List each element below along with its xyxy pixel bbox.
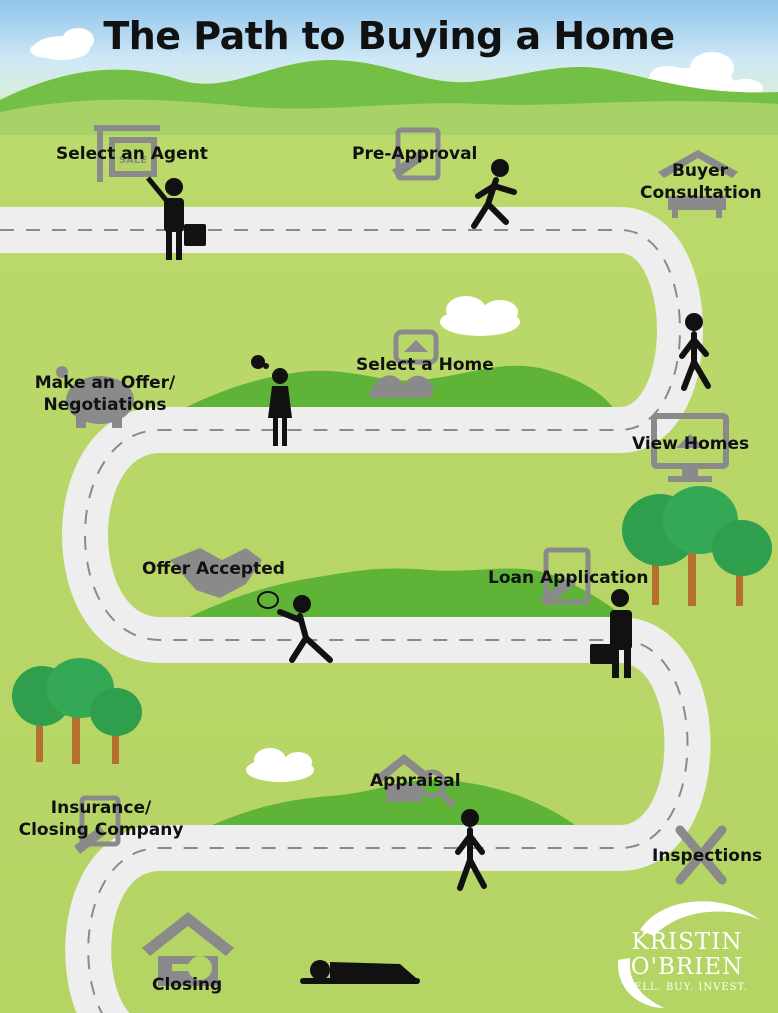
brand-name-line1: KRISTIN [631,929,743,955]
piggy-bank-icon [56,366,134,428]
tree-cluster-right [622,486,772,606]
brand-name-line2: O'BRIEN [630,954,744,980]
brand-swoosh [640,901,760,936]
step-label-loan-application: Loan Application [488,568,649,588]
step-label-select-home: Select a Home [356,355,494,375]
step-label-view-homes: View Homes [632,434,750,454]
step-label-buyer-consultation: Buyer Consultation [640,160,762,204]
document-icon-loan [540,547,591,606]
step-label-line: Make an Offer/ [34,373,176,393]
person-briefcase-figure [590,589,632,678]
houses-icon-select [370,329,439,398]
sign-text: SALE [119,155,147,166]
cloud-mid [440,296,520,336]
brand-swoosh-lower [617,958,664,1008]
step-label-select-agent: Select an Agent [56,144,208,164]
document-icon-preapproval [392,127,441,181]
step-label-line: Buyer [671,161,729,181]
step-label-insurance: Insurance/ Closing Company [18,797,184,841]
person-lying-figure [300,960,420,984]
tools-icon [675,825,727,885]
page-title: The Path to Buying a Home [103,14,675,58]
cloud-top-left [30,28,94,60]
road [0,207,711,1013]
hill-offer-accepted [160,568,640,632]
person-thinking-figure [251,355,292,446]
hill-appraisal [180,779,580,840]
document-icon-insurance [74,795,121,854]
brand-tagline: SELL. BUY. INVEST. [626,982,748,993]
person-walking-figure-1 [679,313,711,391]
step-label-line: Closing Company [18,820,184,840]
step-label-make-offer: Make an Offer/ Negotiations [20,372,190,416]
step-label-line: Consultation [640,183,762,203]
distant-hills-light [0,99,778,135]
handshake-icon [170,548,262,598]
person-agent-figure [146,176,206,260]
step-label-closing: Closing [152,975,223,995]
person-net-figure [257,591,333,663]
step-label-offer-accepted: Offer Accepted [142,559,285,579]
tree-cluster-left [12,658,142,764]
person-walking-figure-2 [455,809,487,891]
step-label-line: Negotiations [43,395,167,415]
house-key-icon [142,912,234,986]
brand-logo: KRISTIN O'BRIEN SELL. BUY. INVEST. [612,929,762,994]
monitor-house-icon [651,413,729,482]
person-running-figure [471,159,517,229]
house-icon-consultation [658,150,738,218]
step-label-inspections: Inspections [652,846,763,866]
cloud-low [246,748,314,782]
sale-sign-icon: SALE [94,125,160,182]
house-magnifier-icon [376,754,457,809]
step-label-pre-approval: Pre-Approval [352,144,478,164]
step-label-line: Insurance/ [50,798,152,818]
step-label-appraisal: Appraisal [370,771,461,791]
